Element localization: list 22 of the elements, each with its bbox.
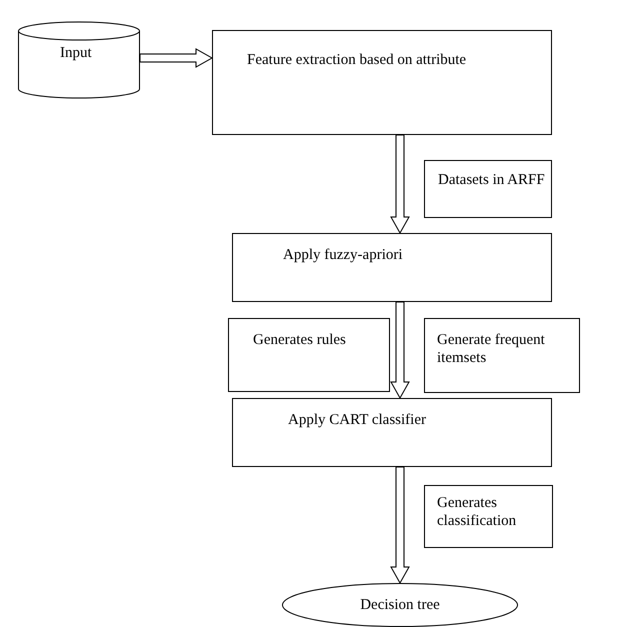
process-box [212,30,552,135]
node-text: Feature extraction based on attribute [247,51,468,69]
block-arrow [390,466,410,584]
process-box [424,160,552,218]
process-box [424,485,553,548]
node-text: Datasets in ARFF [438,171,546,189]
terminal-ellipse [282,583,518,627]
process-box [228,318,390,392]
cylinder-shape [18,22,140,98]
process-box [232,398,552,467]
node-text: Apply fuzzy-apriori [283,246,404,264]
process-box [424,318,580,393]
node-text: Generates rules [253,331,347,349]
node-text: Decision tree [359,596,441,614]
block-arrow [390,134,410,234]
block-arrow [390,302,410,400]
block-arrow [140,48,214,68]
node-text: Generates classification [437,494,518,530]
node-text: Input [60,44,93,62]
process-box [232,233,552,302]
node-text: Apply CART classifier [288,411,427,429]
node-text: Generate frequent itemsets [437,331,546,367]
